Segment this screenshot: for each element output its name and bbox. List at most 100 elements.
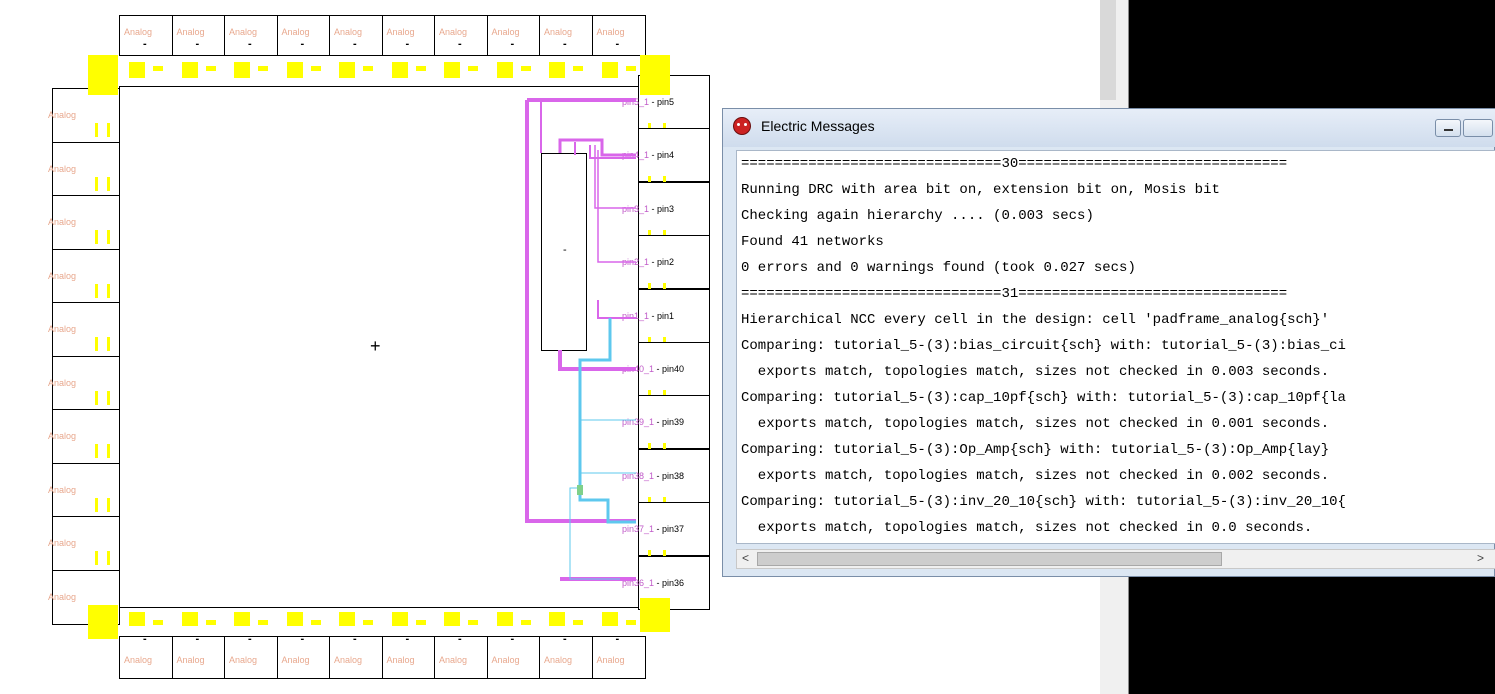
pin-export: - pin38: [654, 470, 685, 481]
right-pad[interactable]: [638, 235, 710, 290]
top-pad-contact: [520, 66, 531, 71]
bottom-pad[interactable]: [171, 636, 226, 679]
top-pad-label: Analog: [596, 27, 625, 37]
message-line: Comparing: tutorial_5-(3):pad_analog{sch…: [741, 541, 1346, 543]
horizontal-scrollbar[interactable]: < >: [736, 549, 1495, 569]
bottom-pad-contact: [520, 620, 531, 625]
bottom-pad-dash: -: [563, 633, 567, 645]
pin-name: pin36_1: [622, 577, 655, 588]
right-pad[interactable]: [638, 128, 710, 183]
left-pad-label: Analog: [48, 591, 77, 602]
top-pad[interactable]: [329, 15, 383, 56]
inner-component[interactable]: -: [541, 153, 587, 351]
top-pad[interactable]: [539, 15, 593, 56]
top-pad-contact: [205, 66, 216, 71]
bottom-pad-label: Analog: [281, 655, 310, 665]
left-pad-label: Analog: [48, 163, 77, 174]
top-pad-dash: -: [353, 38, 357, 50]
message-line: exports match, topologies match, sizes n…: [741, 416, 1330, 432]
right-pad[interactable]: [638, 181, 710, 236]
message-line: Found 41 networks: [741, 234, 884, 250]
left-pad-label: Analog: [48, 217, 77, 227]
bottom-pad-contact: [496, 612, 513, 626]
message-line: exports match, topologies match, sizes n…: [741, 520, 1313, 536]
messages-text-area[interactable]: ===============================30=======…: [736, 150, 1495, 544]
left-pad-contact: [107, 283, 110, 298]
bottom-pad[interactable]: [329, 636, 383, 679]
top-pad-contact: [310, 66, 321, 71]
left-pad-contact: [107, 230, 110, 244]
top-pad-contact: [258, 66, 268, 71]
top-pad-label: Analog: [386, 27, 415, 37]
top-pad-contact: [573, 66, 583, 71]
bottom-pad[interactable]: [119, 636, 173, 679]
right-pad[interactable]: [638, 288, 710, 343]
top-pad-label: Analog: [439, 27, 468, 37]
top-pad[interactable]: [119, 15, 173, 56]
bottom-pad-contact: [625, 620, 636, 625]
bottom-pad-label: Analog: [491, 655, 520, 665]
pin-name: pin37_1: [622, 524, 655, 535]
scroll-right-icon[interactable]: >: [1477, 551, 1485, 565]
message-line: Checking again hierarchy .... (0.003 sec…: [741, 208, 1094, 224]
bottom-pad-contact: [468, 620, 478, 625]
bottom-pad-contact: [601, 612, 618, 626]
left-pad[interactable]: [52, 409, 120, 464]
left-pad-label: Analog: [48, 538, 77, 548]
bottom-pad-label: Analog: [544, 655, 573, 665]
wire-pin3: [594, 145, 636, 209]
pin-export: - pin3: [649, 203, 675, 214]
top-pad[interactable]: [434, 15, 488, 56]
bottom-pad[interactable]: [434, 636, 488, 679]
pin-name: pin38_1: [622, 470, 655, 481]
pin-export: - pin2: [649, 257, 675, 268]
right-pad[interactable]: [638, 342, 710, 396]
bottom-pad[interactable]: [486, 636, 541, 679]
top-pad[interactable]: [381, 15, 436, 56]
messages-title-bar[interactable]: Electric Messages: [723, 109, 1495, 147]
pin-name: pin40_1: [622, 364, 655, 374]
bottom-pad-dash: -: [510, 633, 515, 645]
pin-export: - pin4: [649, 150, 675, 161]
top-pad[interactable]: [276, 15, 331, 56]
bottom-pad-dash: -: [405, 633, 410, 645]
top-pad-label: Analog: [334, 27, 363, 37]
left-pad-contact: [95, 551, 98, 565]
bottom-pad[interactable]: [381, 636, 436, 679]
right-pad[interactable]: [638, 448, 710, 503]
bottom-pad-contact: [415, 620, 426, 625]
bottom-pad-label: Analog: [124, 655, 153, 665]
left-pad-contact: [107, 390, 110, 405]
wire-pin4: [558, 138, 636, 157]
right-pin-label: pin1_1 - pin1: [622, 311, 674, 321]
right-pad[interactable]: [638, 502, 710, 557]
maximize-button[interactable]: [1463, 119, 1493, 137]
corner-contact: [640, 55, 670, 95]
bottom-pad[interactable]: [591, 636, 646, 679]
top-pad-contact: [181, 62, 198, 78]
minimize-button[interactable]: [1435, 119, 1461, 137]
top-pad-dash: -: [248, 38, 252, 50]
bottom-pad[interactable]: [276, 636, 331, 679]
scroll-left-icon[interactable]: <: [742, 551, 750, 565]
bottom-pad-contact: [234, 612, 250, 626]
bottom-pad-label: Analog: [176, 655, 205, 665]
message-line: Running DRC with area bit on, extension …: [741, 182, 1220, 198]
left-pad-contact: [107, 123, 110, 137]
wire-pin40: [558, 350, 636, 371]
top-pad-contact: [444, 62, 460, 78]
top-pad[interactable]: [591, 15, 646, 56]
horizontal-scroll-thumb[interactable]: [757, 552, 1222, 566]
top-pad[interactable]: [224, 15, 278, 56]
pin-export: - pin40: [654, 364, 685, 374]
messages-window[interactable]: Electric Messages ======================…: [722, 108, 1495, 577]
right-pin-label: pin39_1 - pin39: [622, 417, 684, 427]
left-pad-contact: [95, 283, 98, 298]
bottom-pad[interactable]: [224, 636, 278, 679]
left-pad-label: Analog: [48, 270, 77, 281]
top-pad-dash: -: [195, 38, 200, 50]
background-scroll-thumb[interactable]: [1100, 0, 1116, 100]
bottom-pad-contact: [573, 620, 583, 625]
left-pad-contact: [95, 123, 98, 137]
top-pad-label: Analog: [491, 27, 520, 37]
